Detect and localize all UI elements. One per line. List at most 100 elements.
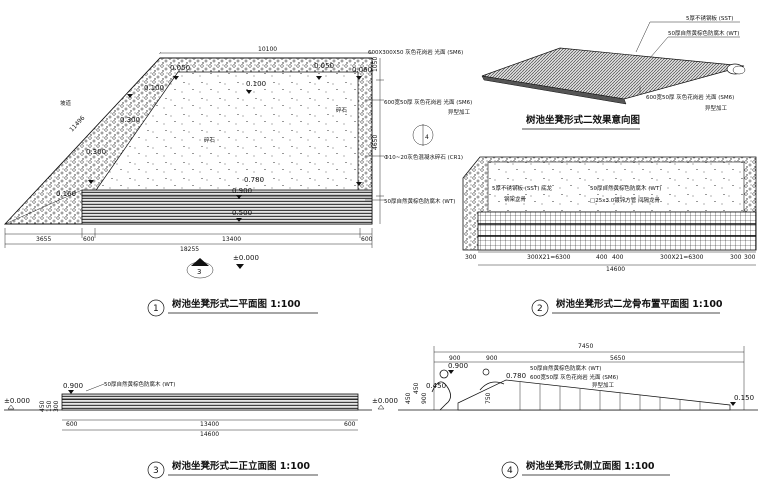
side-level-top: 0.900 bbox=[448, 362, 468, 370]
perspective-title: 树池坐凳形式二效果意向图 bbox=[526, 114, 640, 126]
framing-planting-area bbox=[487, 161, 745, 213]
framing-dim-1: 300 bbox=[465, 254, 477, 261]
plan-view: 0.050 0.050 0.100 0.100 0.060 0.160 0.30… bbox=[3, 46, 472, 317]
framing-dim-7: 300 bbox=[744, 254, 756, 261]
plan-callout-5: 50厚自然黄棕色防腐木 (WT) bbox=[384, 197, 455, 205]
side-seated-figure bbox=[431, 381, 451, 411]
front-title-text: 树池坐凳形式二正立面图 1:100 bbox=[172, 460, 310, 472]
framing-dim-3: 400 bbox=[596, 254, 608, 261]
side-dim-left-1: 450 bbox=[405, 392, 412, 404]
side-dim-2: 900 bbox=[486, 355, 498, 362]
side-dim-1: 900 bbox=[449, 355, 461, 362]
plan-level-6: 0.160 bbox=[56, 190, 76, 198]
perspective-callout-1: 5厚不锈钢板 (SST) bbox=[686, 14, 733, 22]
plan-level-5: 0.060 bbox=[352, 66, 372, 74]
framing-callout-1: 5厚不锈钢板 (SST) 底龙 bbox=[492, 184, 553, 192]
plan-callout-2: 600宽50厚 灰色花岗岩 光面 (SM6) bbox=[384, 98, 472, 106]
side-callout-1: 50厚自然黄棕色防腐木 (WT) bbox=[530, 364, 601, 372]
side-dim-left-2: 450 bbox=[413, 382, 420, 394]
plan-dim-1: 3655 bbox=[36, 236, 51, 243]
perspective-callout-3: 600宽50厚 灰色花岗岩 光面 (SM6) bbox=[646, 93, 734, 101]
side-ramp bbox=[457, 379, 731, 411]
plan-section-label-4: 4 bbox=[425, 134, 429, 141]
plan-callout-4: Ф10~20灰色混凝水碎石 (CR1) bbox=[384, 153, 463, 161]
plan-label-ramp: 坡道 bbox=[60, 99, 72, 107]
front-dim-left-3: 300 bbox=[53, 400, 60, 412]
front-callout: 50厚自然黄棕色防腐木 (WT) bbox=[104, 380, 175, 388]
plan-wood-bench bbox=[81, 189, 373, 225]
plan-level-markers bbox=[88, 76, 362, 222]
plan-level-10: 0.900 bbox=[232, 187, 252, 195]
plan-dim-4: 600 bbox=[361, 236, 373, 243]
plan-callout-1: 600X300X50 灰色花岗岩 光面 (SM6) bbox=[368, 48, 463, 56]
side-title: 4 树池坐凳形式侧立面图 1:100 bbox=[501, 460, 670, 479]
framing-title-text: 树池坐凳形式二龙骨布置平面图 1:100 bbox=[556, 298, 723, 310]
plan-dim-right-1: 1050 bbox=[372, 57, 379, 72]
plan-title-number: 1 bbox=[153, 304, 159, 314]
front-dim-4: 14600 bbox=[200, 431, 219, 438]
side-title-text: 树池坐凳形式侧立面图 1:100 bbox=[526, 460, 655, 472]
plan-dim-right-2: 4650 bbox=[372, 135, 379, 150]
side-dim-3: 5650 bbox=[610, 355, 625, 362]
front-title-number: 3 bbox=[153, 466, 159, 476]
plan-level-3: 0.100 bbox=[246, 80, 266, 88]
side-callout-3: 异型加工 bbox=[592, 381, 615, 389]
front-dim-left-2: 150 bbox=[46, 400, 53, 412]
plan-dims-bottom bbox=[4, 228, 373, 248]
framing-callout-3: □25x3.0镀锌方管 间隔龙骨 bbox=[590, 196, 660, 204]
front-bench bbox=[61, 393, 359, 411]
plan-level-ground: ±0.000 bbox=[233, 254, 259, 262]
perspective-bench bbox=[481, 47, 745, 100]
side-title-number: 4 bbox=[507, 466, 513, 476]
plan-dim-3: 13400 bbox=[222, 236, 241, 243]
plan-level-1: 0.050 bbox=[170, 64, 190, 72]
framing-dim-5: 300X21=6300 bbox=[660, 254, 704, 261]
side-callout-2: 600宽50厚 灰色花岗岩 光面 (SM6) bbox=[530, 373, 618, 381]
framing-grid bbox=[477, 211, 757, 251]
plan-section-symbol-3: 3 bbox=[186, 258, 214, 279]
front-dim-3: 600 bbox=[344, 421, 356, 428]
plan-dim-2: 600 bbox=[83, 236, 95, 243]
side-ramp-boards bbox=[519, 382, 701, 410]
framing-callout-4: 钢架龙骨 bbox=[504, 195, 527, 203]
plan-callout-3: 异型加工 bbox=[448, 108, 471, 116]
side-dim-top: 7450 bbox=[578, 343, 593, 350]
framing-title: 2 树池坐凳形式二龙骨布置平面图 1:100 bbox=[531, 298, 723, 317]
plan-section-symbol-4: 4 bbox=[412, 124, 434, 146]
side-level-seat: 0.450 bbox=[426, 382, 446, 390]
side-dim-left-3: 900 bbox=[421, 392, 428, 404]
plan-title: 1 树池坐凳形式二平面图 1:100 bbox=[147, 298, 318, 317]
framing-dim-6: 300 bbox=[730, 254, 742, 261]
side-level-ground: ±0.000 bbox=[372, 397, 398, 405]
perspective-view: 5厚不锈钢板 (SST) 50厚自然黄棕色防腐木 (WT) 600宽50厚 灰色… bbox=[481, 14, 746, 130]
plan-dim-top: 10100 bbox=[258, 46, 277, 53]
framing-view: 5厚不锈钢板 (SST) 底龙 50厚自然黄棕色防腐木 (WT) □25x3.0… bbox=[462, 156, 757, 317]
plan-level-2: 0.050 bbox=[314, 62, 334, 70]
plan-dim-slant: 11496 bbox=[68, 114, 86, 133]
plan-level-11: 0.500 bbox=[232, 209, 252, 217]
plan-level-7: 0.300 bbox=[86, 148, 106, 156]
framing-dim-2: 300X21=6300 bbox=[527, 254, 571, 261]
framing-dim-4: 400 bbox=[612, 254, 624, 261]
perspective-callout-2: 50厚自然黄棕色防腐木 (WT) bbox=[668, 29, 739, 37]
front-level-ground: ±0.000 bbox=[4, 397, 30, 405]
plan-level-4: 0.100 bbox=[144, 84, 164, 92]
plan-level-8: 0.300 bbox=[120, 116, 140, 124]
framing-title-number: 2 bbox=[537, 304, 543, 314]
plan-title-text: 树池坐凳形式二平面图 1:100 bbox=[172, 298, 301, 310]
side-dim-mid: 750 bbox=[485, 392, 492, 404]
front-title: 3 树池坐凳形式二正立面图 1:100 bbox=[147, 460, 318, 479]
perspective-callout-4: 异型加工 bbox=[705, 104, 728, 112]
front-elevation-view: 0.900 ±0.000 50厚自然黄棕色防腐木 (WT) 450 150 30… bbox=[4, 380, 372, 479]
front-level-top: 0.900 bbox=[63, 382, 83, 390]
plan-label-gravel-1: 碎石 bbox=[204, 136, 216, 144]
plan-level-9: 0.780 bbox=[244, 176, 264, 184]
plan-dims-right bbox=[376, 58, 384, 224]
front-dim-left-1: 450 bbox=[39, 400, 46, 412]
front-dim-1: 600 bbox=[66, 421, 78, 428]
side-level-end: 0.150 bbox=[734, 394, 754, 402]
framing-dim-8: 14600 bbox=[606, 266, 625, 273]
plan-dim-5: 18255 bbox=[180, 246, 199, 253]
plan-section-label-3: 3 bbox=[197, 268, 201, 276]
